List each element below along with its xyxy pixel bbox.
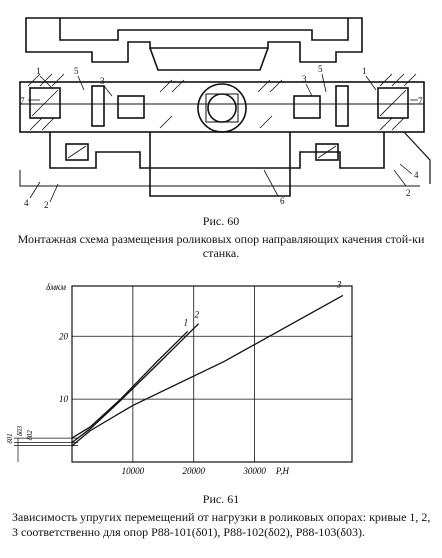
series-label-3: 3 — [336, 279, 342, 289]
part-label: 2 — [406, 188, 411, 198]
y-tick-label: 20 — [59, 331, 69, 341]
part-label: 3 — [100, 76, 105, 86]
part-label: 5 — [74, 66, 79, 76]
x-tick-label: 20000 — [182, 466, 205, 476]
part-label: 3 — [302, 74, 307, 84]
assembly-drawing: 1 5 3 5 3 1 7 7 4 2 6 2 4 — [19, 17, 431, 208]
figure-60-label: Рис. 60 — [202, 214, 240, 228]
part-label: 2 — [44, 200, 49, 208]
part-label: 1 — [36, 66, 41, 76]
part-label: 4 — [414, 170, 419, 180]
x-tick-label: 10000 — [122, 466, 145, 476]
part-label: 1 — [362, 66, 367, 76]
offset-label: δ01 — [6, 433, 14, 443]
y-tick-label: 10 — [59, 394, 69, 404]
y-axis-label: δмкм — [46, 282, 66, 292]
x-axis-label: P,Н — [275, 466, 290, 476]
part-label: 7 — [418, 96, 423, 106]
figure-60-caption: Монтажная схема размещения роликовых опо… — [17, 232, 425, 260]
offset-label: δ03 — [16, 425, 24, 436]
figure-61-caption: Зависимость упругих перемещений от нагру… — [12, 510, 431, 539]
series-line-3 — [71, 294, 344, 447]
figure-61-label: Рис. 61 — [202, 492, 240, 506]
x-tick-label: 30000 — [242, 466, 266, 476]
part-label: 5 — [318, 64, 323, 74]
part-label: 6 — [280, 196, 285, 206]
series-line-2 — [71, 323, 200, 444]
series-line-1 — [71, 330, 189, 439]
offset-label: δ02 — [26, 430, 34, 441]
series-label-2: 2 — [195, 310, 200, 320]
series-label-1: 1 — [184, 317, 189, 327]
part-label: 4 — [24, 198, 29, 208]
plot-frame — [71, 285, 353, 463]
part-label: 7 — [20, 96, 25, 106]
